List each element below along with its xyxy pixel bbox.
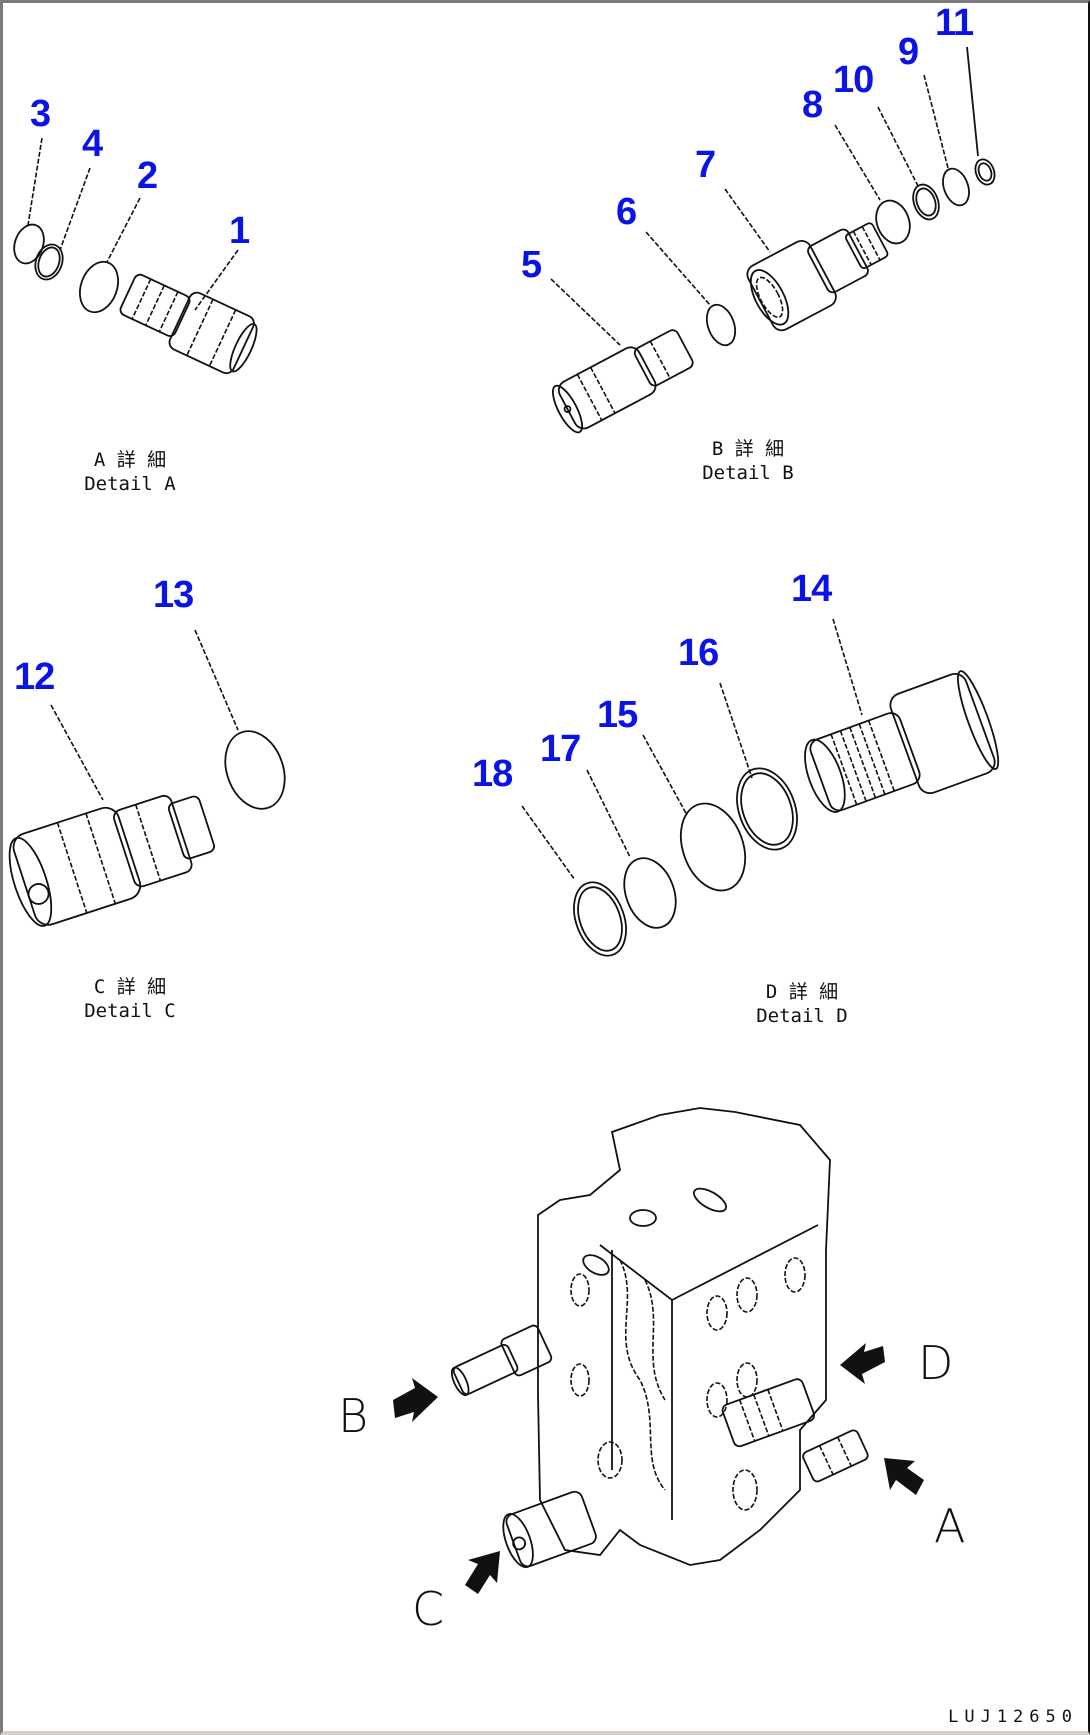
part-12-valve <box>8 794 215 927</box>
callout-15: 15 <box>597 694 638 736</box>
arrow-b-icon <box>393 1378 438 1422</box>
part-16-ring <box>736 767 798 851</box>
detail-d-caption-en: Detail D <box>756 1005 848 1027</box>
callout-6: 6 <box>616 191 637 233</box>
view-letter-c: C <box>412 1582 445 1636</box>
part-1-valve-body <box>119 273 258 375</box>
callout-18: 18 <box>472 753 513 795</box>
callout-12: 12 <box>14 656 55 698</box>
main-valve-block <box>450 1107 869 1569</box>
part-5-valve <box>552 329 694 434</box>
drawing-code: LUJ12650 <box>948 1707 1078 1727</box>
detail-d-caption-jp: D 詳 細 <box>765 981 839 1003</box>
callout-2: 2 <box>137 155 158 197</box>
part-8-oring <box>875 199 911 245</box>
view-letter-d: D <box>918 1336 954 1390</box>
part-18-ring <box>573 881 627 957</box>
detail-d-group <box>521 618 1000 957</box>
callout-4: 4 <box>82 123 103 165</box>
part-2-oring <box>78 260 120 314</box>
part-14-plug <box>804 670 1000 813</box>
callout-9: 9 <box>898 31 919 73</box>
callout-16: 16 <box>678 632 719 674</box>
callout-7: 7 <box>695 144 716 186</box>
view-arrows <box>393 1343 924 1594</box>
part-13-oring <box>224 730 286 810</box>
callout-14: 14 <box>791 568 832 610</box>
detail-b-caption-en: Detail B <box>702 462 794 484</box>
part-7-plug <box>746 222 889 332</box>
callout-8: 8 <box>802 84 823 126</box>
detail-d-caption: D 詳 細 Detail D <box>722 980 882 1028</box>
detail-a-caption-jp: A 詳 細 <box>93 449 167 471</box>
detail-c-caption-en: Detail C <box>84 1000 176 1022</box>
callout-13: 13 <box>153 574 194 616</box>
callout-10: 10 <box>833 59 874 101</box>
part-6-oring <box>705 303 737 347</box>
detail-c-caption: C 詳 細 Detail C <box>50 975 210 1023</box>
arrow-a-icon <box>884 1458 924 1495</box>
callout-5: 5 <box>521 244 542 286</box>
arrow-d-icon <box>840 1343 885 1384</box>
detail-c-caption-jp: C 詳 細 <box>93 976 167 998</box>
view-letter-b: B <box>338 1389 369 1443</box>
part-15-oring <box>679 802 747 892</box>
callout-17: 17 <box>540 728 581 770</box>
part-4-ring <box>34 243 64 281</box>
view-letter-a: A <box>934 1499 966 1553</box>
callout-1: 1 <box>229 210 250 252</box>
detail-b-caption-jp: B 詳 細 <box>711 438 785 460</box>
part-10-ring <box>912 183 940 221</box>
detail-a-group <box>13 137 258 375</box>
part-11-ring <box>974 158 996 186</box>
detail-c-group <box>8 629 286 927</box>
callout-3: 3 <box>30 93 51 135</box>
part-9-oring <box>942 167 970 207</box>
detail-a-caption: A 詳 細 Detail A <box>50 448 210 496</box>
part-17-oring <box>623 857 677 929</box>
callout-11: 11 <box>935 2 974 44</box>
arrow-c-icon <box>465 1551 500 1594</box>
detail-b-caption: B 詳 細 Detail B <box>668 437 828 485</box>
detail-a-caption-en: Detail A <box>84 473 176 495</box>
detail-b-group <box>550 46 996 434</box>
part-3-oring <box>13 223 45 265</box>
